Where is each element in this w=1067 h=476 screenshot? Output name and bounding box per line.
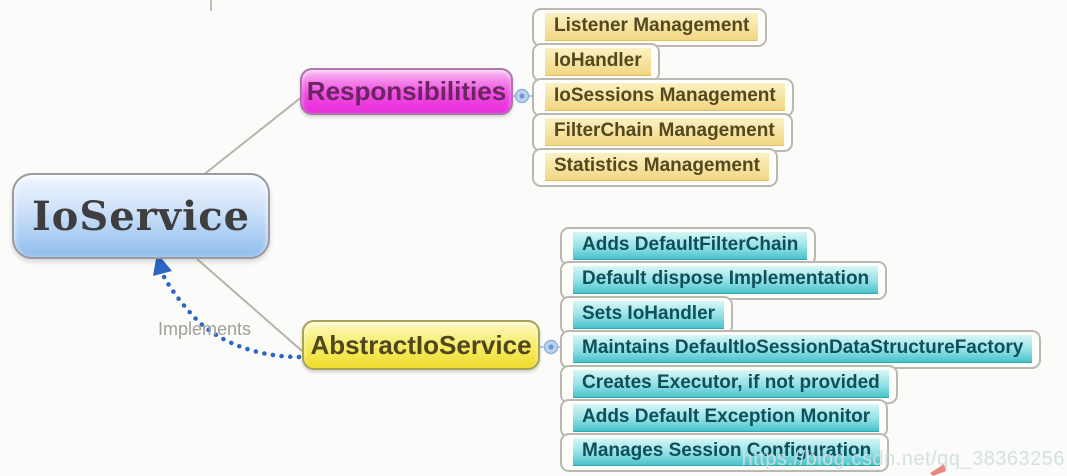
leaf-responsibilities-3[interactable]: FilterChain Management — [532, 113, 793, 152]
leaf-label: IoHandler — [545, 48, 651, 75]
leaf-label: Creates Executor, if not provided — [573, 370, 889, 397]
root-node-label: IoService — [31, 192, 251, 240]
branch-node-responsibilities[interactable]: Responsibilities — [300, 68, 513, 115]
leaf-abstract-io-service-4[interactable]: Creates Executor, if not provided — [560, 365, 898, 404]
leaf-abstract-io-service-5[interactable]: Adds Default Exception Monitor — [560, 399, 889, 438]
branch-node-abstract-io-service[interactable]: AbstractIoService — [302, 320, 540, 370]
leaf-label: Adds DefaultFilterChain — [573, 232, 808, 259]
junction-dot-core — [548, 344, 554, 350]
root-node-ioservice[interactable]: IoService — [12, 173, 270, 259]
leaf-label: IoSessions Management — [545, 83, 785, 110]
leaf-responsibilities-4[interactable]: Statistics Management — [532, 148, 778, 187]
edge-root-responsibilities — [201, 95, 304, 177]
leaf-label: Sets IoHandler — [573, 301, 725, 328]
implements-arrow-path — [159, 270, 302, 360]
implements-edge-label: Implements — [158, 319, 252, 339]
leaf-abstract-io-service-1[interactable]: Default dispose Implementation — [560, 261, 888, 300]
leaf-responsibilities-0[interactable]: Listener Management — [532, 8, 768, 47]
junction-dot-abstract — [543, 339, 559, 355]
leaf-abstract-io-service-3[interactable]: Maintains DefaultIoSessionDataStructureF… — [560, 330, 1042, 369]
leaf-label: Default dispose Implementation — [573, 266, 879, 293]
leaf-responsibilities-2[interactable]: IoSessions Management — [532, 78, 794, 117]
branch-node-label: Responsibilities — [306, 76, 507, 106]
leaf-abstract-io-service-6[interactable]: Manages Session Configuration — [560, 433, 890, 472]
leaf-label: Manages Session Configuration — [573, 438, 881, 465]
branch-node-label: AbstractIoService — [310, 329, 532, 360]
junction-dot-responsibilities — [514, 88, 530, 104]
leaf-label: Listener Management — [545, 13, 759, 40]
leaf-responsibilities-1[interactable]: IoHandler — [532, 43, 660, 82]
leaf-abstract-io-service-2[interactable]: Sets IoHandler — [560, 296, 734, 335]
watermark-text: https://blog.csdn.net/qq_38363256 — [741, 448, 1065, 470]
leaf-label: Adds Default Exception Monitor — [573, 404, 880, 431]
leaf-label: FilterChain Management — [545, 118, 784, 145]
leaf-label: Maintains DefaultIoSessionDataStructureF… — [573, 335, 1033, 362]
leaf-abstract-io-service-0[interactable]: Adds DefaultFilterChain — [560, 227, 817, 266]
junction-dot-core — [519, 93, 525, 99]
leaf-label: Statistics Management — [545, 153, 769, 180]
